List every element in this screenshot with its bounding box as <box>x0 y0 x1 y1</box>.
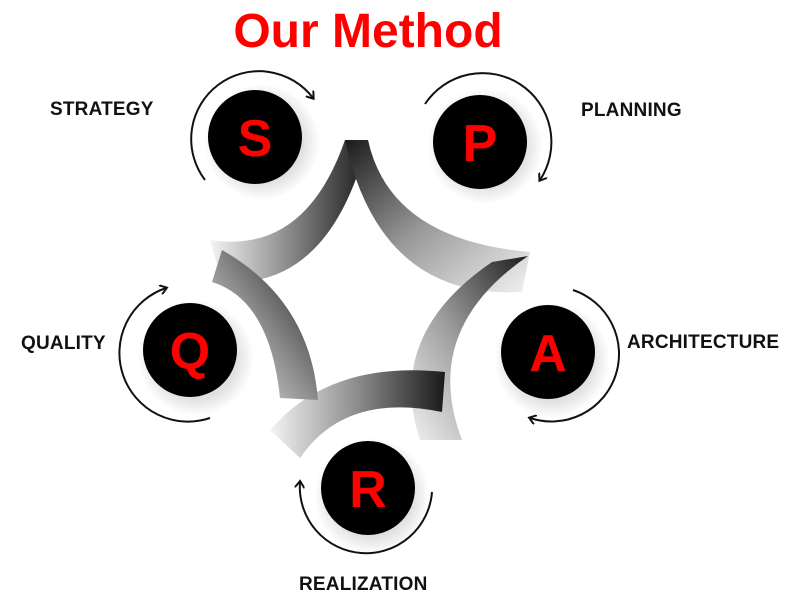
node-strategy: S <box>190 70 320 200</box>
center-ribbon <box>210 140 530 458</box>
node-architecture: A <box>494 289 620 422</box>
ribbon-segment-realization-quality <box>270 370 445 458</box>
ribbon-segment-planning-architecture <box>345 140 530 293</box>
label-strategy: STRATEGY <box>50 99 154 120</box>
cycle-arrow-icon <box>190 70 313 181</box>
node-strategy-letter: S <box>238 110 273 168</box>
label-quality: QUALITY <box>21 333 106 354</box>
node-quality: Q <box>118 288 254 423</box>
label-realization: REALIZATION <box>299 574 428 595</box>
label-architecture: ARCHITECTURE <box>627 332 780 353</box>
node-realization-letter: R <box>349 461 387 519</box>
cycle-arrow-icon <box>300 482 433 555</box>
node-quality-letter: Q <box>170 323 210 381</box>
cycle-arrow-icon <box>118 288 211 423</box>
node-realization-circle <box>321 441 415 535</box>
node-architecture-letter: A <box>529 325 567 383</box>
page-title: Our Method <box>233 5 503 58</box>
node-architecture-circle <box>501 305 595 399</box>
node-planning-circle <box>433 95 527 189</box>
node-planning: P <box>424 72 553 204</box>
node-realization: R <box>300 438 433 555</box>
node-quality-circle <box>143 303 237 397</box>
cycle-arrow-icon <box>424 72 553 180</box>
node-strategy-circle <box>208 90 302 184</box>
label-planning: PLANNING <box>581 100 682 121</box>
node-planning-letter: P <box>463 115 498 173</box>
cycle-arrow-icon <box>530 289 620 422</box>
ribbon-segment-quality-strategy <box>212 250 318 400</box>
ribbon-segment-strategy-planning <box>210 140 368 283</box>
